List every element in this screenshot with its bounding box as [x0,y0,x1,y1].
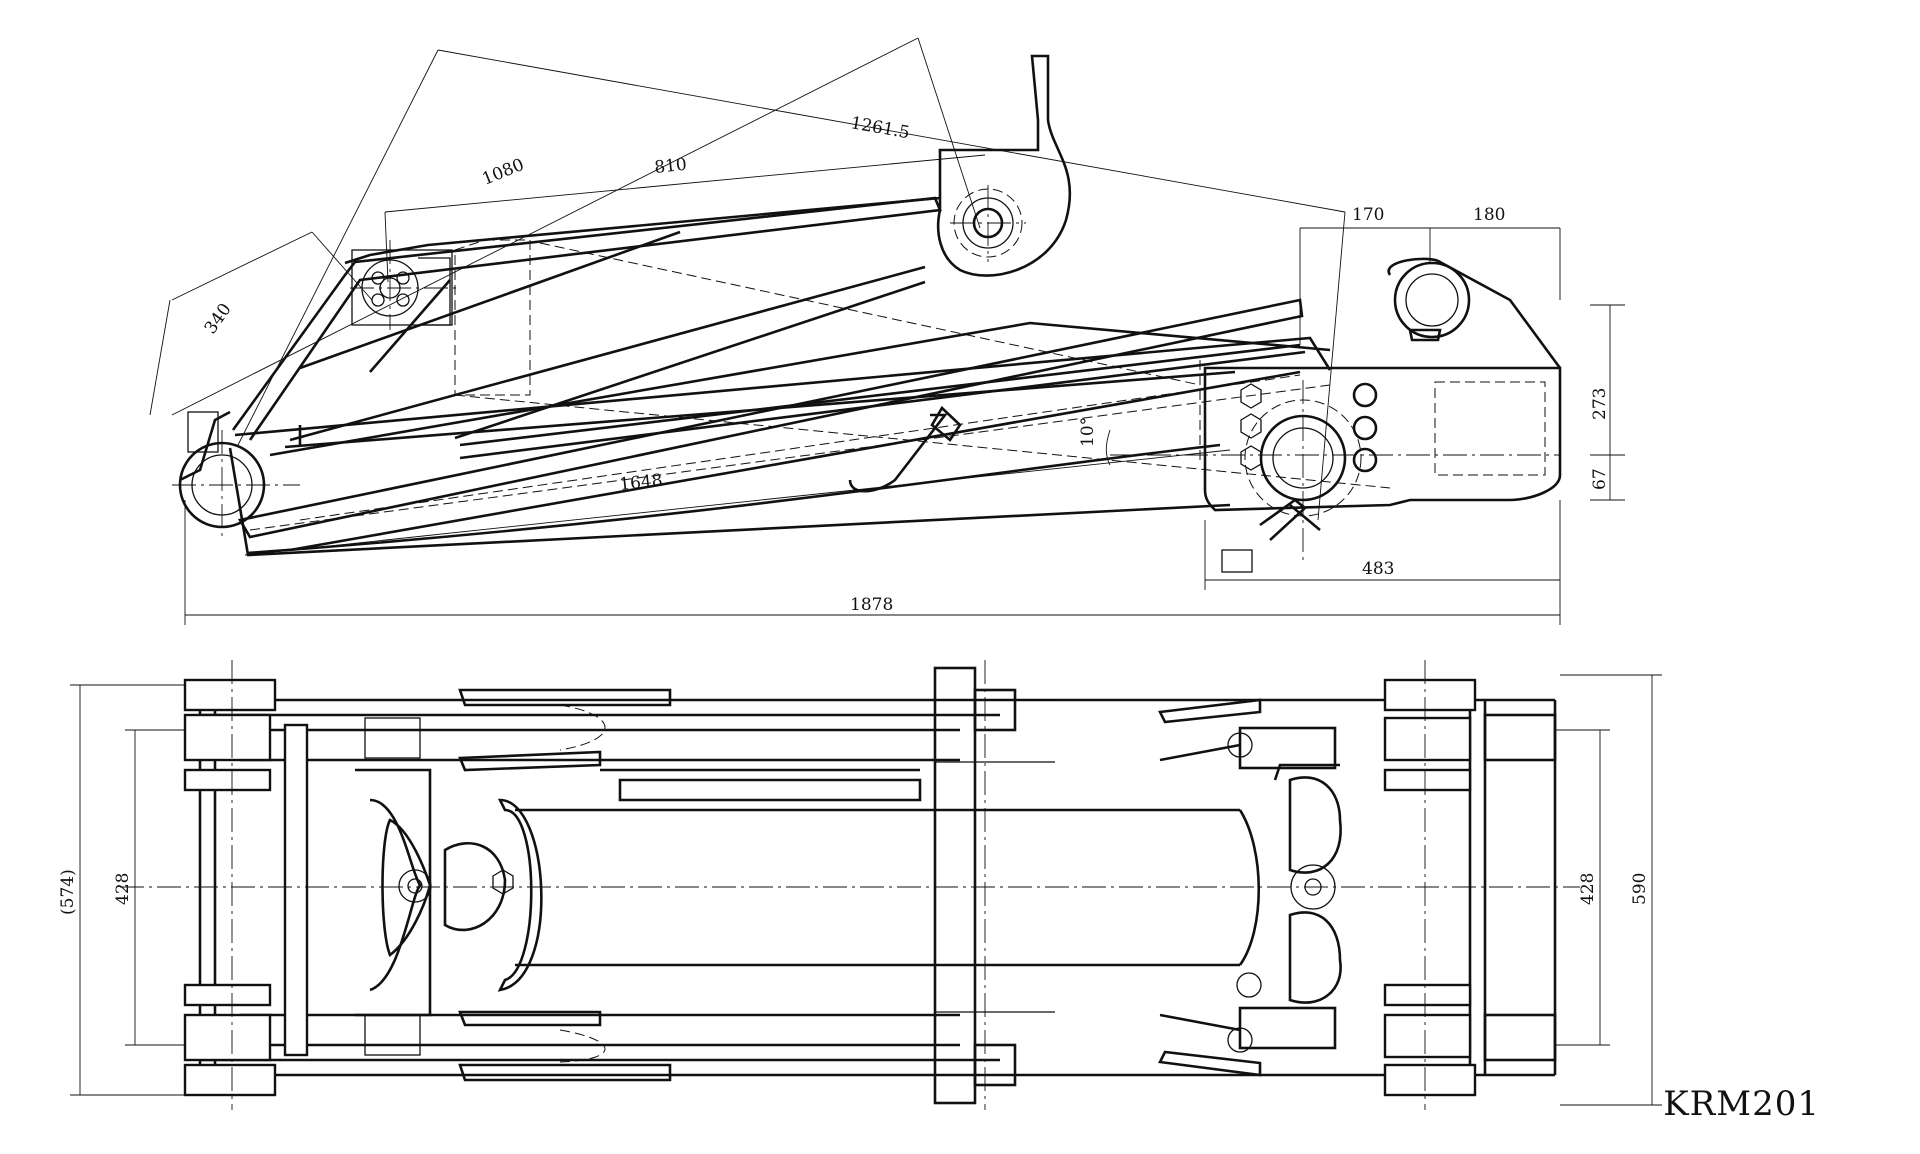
dim-483: 483 [1362,559,1394,579]
dim-590: 590 [1630,873,1650,905]
top-dimension-lines [70,674,1662,1106]
cylinder-body [515,768,1261,967]
dim-170: 170 [1352,205,1384,225]
dim-428-left: 428 [113,873,133,905]
dim-574: (574) [58,869,78,915]
dim-180: 180 [1473,205,1505,225]
top-dimension-labels: (574) 428 428 590 [58,869,1650,915]
left-end-caps [183,678,309,1097]
dim-428-right: 428 [1578,873,1598,905]
dim-810: 810 [653,155,687,178]
center-block [933,666,1055,1105]
dim-1080: 1080 [479,155,527,190]
right-forks [1158,698,1262,1077]
dim-1261: 1261.5 [849,113,911,143]
top-view: (574) 428 428 590 [58,660,1662,1110]
dim-67: 67 [1590,468,1610,490]
lower-left-pivot [172,410,300,540]
dim-10-degrees: 10° [1078,417,1098,447]
hidden-lines-side [249,239,1391,531]
dim-273: 273 [1590,388,1610,420]
dim-1648: 1648 [618,471,663,495]
left-cross-yoke [355,717,543,1056]
dimension-lines-top [149,37,1346,521]
top-centerlines [120,660,1580,1110]
side-dimension-lines [184,227,1625,625]
model-label: KRM201 [1663,1084,1820,1124]
upper-arm [231,196,942,442]
top-hook-bracket [936,54,1072,277]
right-end-caps [1383,678,1557,1097]
dim-1878: 1878 [850,595,893,615]
side-view: 1261.5 1080 810 340 170 180 273 67 10° 1… [149,37,1625,625]
top-frame [185,698,1557,1077]
right-yoke [1227,726,1342,1053]
dim-340: 340 [201,300,236,338]
upper-left-pivot [350,240,460,330]
left-forks [458,688,672,1082]
lower-hook [848,405,962,493]
right-mount-plate [1110,257,1562,573]
lower-arm [228,298,1332,557]
